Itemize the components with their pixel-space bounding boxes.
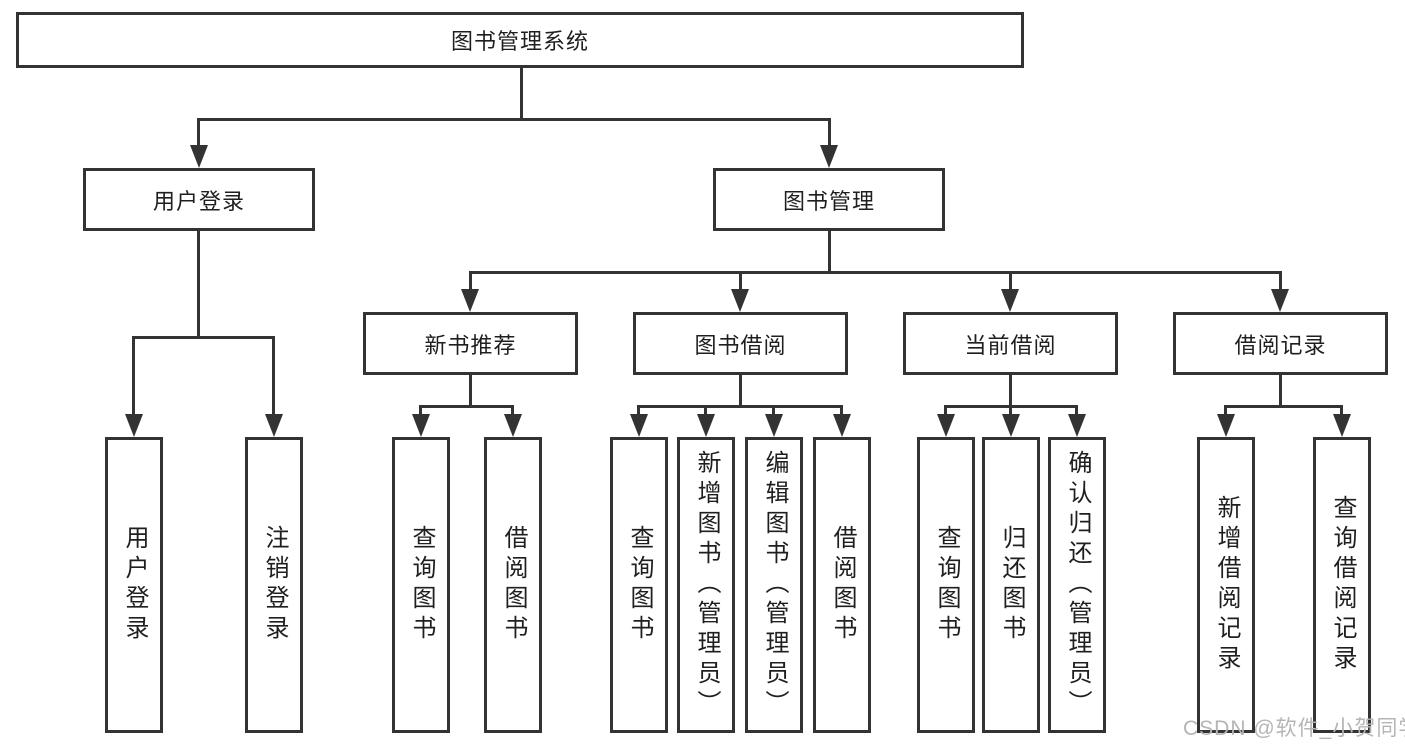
- connector-stem: [828, 118, 831, 148]
- arrow-down-icon: [731, 289, 749, 312]
- leaf-return-book-label: 归还图书: [998, 525, 1025, 645]
- connector-stem: [511, 405, 514, 416]
- connector-level3-rail: [469, 271, 1282, 274]
- connector-stem: [772, 405, 775, 416]
- leaf-borrow-books-borrowing-label: 借阅图书: [829, 525, 856, 645]
- node-current-borrowing: 当前借阅: [903, 312, 1118, 375]
- connector-stem: [1009, 405, 1012, 416]
- watermark: CSDN @软件_小贺同学: [1183, 717, 1405, 740]
- node-book-management: 图书管理: [713, 168, 945, 231]
- connector-book-management-trunk: [828, 231, 831, 274]
- arrow-down-icon: [1002, 414, 1020, 437]
- leaf-borrow-books-recommend: 借阅图书: [484, 437, 542, 733]
- connector-stem: [637, 405, 640, 416]
- node-book-borrowing-label: 图书借阅: [694, 332, 787, 358]
- leaf-edit-book-admin-label: 编辑图书（管理员）: [761, 450, 788, 720]
- connector-user-login-rail: [132, 336, 275, 339]
- connector-trunk: [739, 375, 742, 407]
- connector-rail: [419, 405, 514, 408]
- connector-stem: [739, 271, 742, 291]
- leaf-add-borrow-record: 新增借阅记录: [1197, 437, 1255, 733]
- connector-stem: [419, 405, 422, 416]
- arrow-down-icon: [461, 289, 479, 312]
- leaf-user-login-label: 用户登录: [121, 525, 148, 645]
- leaf-query-borrow-record: 查询借阅记录: [1313, 437, 1371, 733]
- node-root: 图书管理系统: [16, 12, 1024, 68]
- arrow-down-icon: [1333, 414, 1351, 437]
- connector-stem: [944, 405, 947, 416]
- connector-user-login-trunk: [197, 231, 200, 338]
- connector-stem: [469, 271, 472, 291]
- leaf-confirm-return-admin: 确认归还（管理员）: [1048, 437, 1106, 733]
- connector-trunk: [1279, 375, 1282, 407]
- connector-stem: [132, 336, 135, 416]
- leaf-query-books-borrowing-label: 查询图书: [626, 525, 653, 645]
- arrow-down-icon: [630, 414, 648, 437]
- leaf-edit-book-admin: 编辑图书（管理员）: [745, 437, 803, 733]
- node-new-book-recommendation-label: 新书推荐: [424, 332, 517, 358]
- arrow-down-icon: [190, 145, 208, 168]
- arrow-down-icon: [125, 414, 143, 437]
- leaf-query-books-current-label: 查询图书: [933, 525, 960, 645]
- connector-stem: [840, 405, 843, 416]
- connector-trunk: [469, 375, 472, 407]
- connector-stem: [1279, 271, 1282, 291]
- arrow-down-icon: [833, 414, 851, 437]
- leaf-return-book: 归还图书: [982, 437, 1040, 733]
- connector-trunk: [1009, 375, 1012, 407]
- node-new-book-recommendation: 新书推荐: [363, 312, 578, 375]
- connector-stem: [1075, 405, 1078, 416]
- arrow-down-icon: [697, 414, 715, 437]
- leaf-add-borrow-record-label: 新增借阅记录: [1213, 495, 1240, 675]
- leaf-borrow-books-borrowing: 借阅图书: [813, 437, 871, 733]
- arrow-down-icon: [1068, 414, 1086, 437]
- leaf-query-books-borrowing: 查询图书: [610, 437, 668, 733]
- leaf-query-books-current: 查询图书: [917, 437, 975, 733]
- leaf-user-login: 用户登录: [105, 437, 163, 733]
- connector-stem: [272, 336, 275, 416]
- node-borrowing-records-label: 借阅记录: [1234, 332, 1327, 358]
- connector-level2-rail: [197, 118, 831, 121]
- connector-rail: [1224, 405, 1343, 408]
- node-root-label: 图书管理系统: [450, 29, 589, 54]
- leaf-query-books-recommend: 查询图书: [392, 437, 450, 733]
- arrow-down-icon: [1271, 289, 1289, 312]
- arrow-down-icon: [412, 414, 430, 437]
- arrow-down-icon: [820, 145, 838, 168]
- arrow-down-icon: [504, 414, 522, 437]
- arrow-down-icon: [265, 414, 283, 437]
- leaf-borrow-books-recommend-label: 借阅图书: [500, 525, 527, 645]
- leaf-add-book-admin-label: 新增图书（管理员）: [693, 450, 720, 720]
- node-borrowing-records: 借阅记录: [1173, 312, 1388, 375]
- leaf-logout-label: 注销登录: [261, 525, 288, 645]
- node-book-management-label: 图书管理: [782, 188, 875, 214]
- arrow-down-icon: [937, 414, 955, 437]
- arrow-down-icon: [765, 414, 783, 437]
- connector-stem: [1340, 405, 1343, 416]
- connector-stem: [1224, 405, 1227, 416]
- leaf-add-book-admin: 新增图书（管理员）: [677, 437, 735, 733]
- node-user-login-label: 用户登录: [152, 188, 245, 214]
- leaf-confirm-return-admin-label: 确认归还（管理员）: [1064, 450, 1091, 720]
- node-book-borrowing: 图书借阅: [633, 312, 848, 375]
- connector-rail: [637, 405, 843, 408]
- connector-stem: [197, 118, 200, 148]
- connector-root-trunk: [520, 67, 523, 120]
- node-current-borrowing-label: 当前借阅: [964, 332, 1057, 358]
- connector-stem: [1009, 271, 1012, 291]
- leaf-query-books-recommend-label: 查询图书: [408, 525, 435, 645]
- leaf-logout: 注销登录: [245, 437, 303, 733]
- arrow-down-icon: [1001, 289, 1019, 312]
- leaf-query-borrow-record-label: 查询借阅记录: [1329, 495, 1356, 675]
- arrow-down-icon: [1217, 414, 1235, 437]
- node-user-login: 用户登录: [83, 168, 315, 231]
- connector-stem: [704, 405, 707, 416]
